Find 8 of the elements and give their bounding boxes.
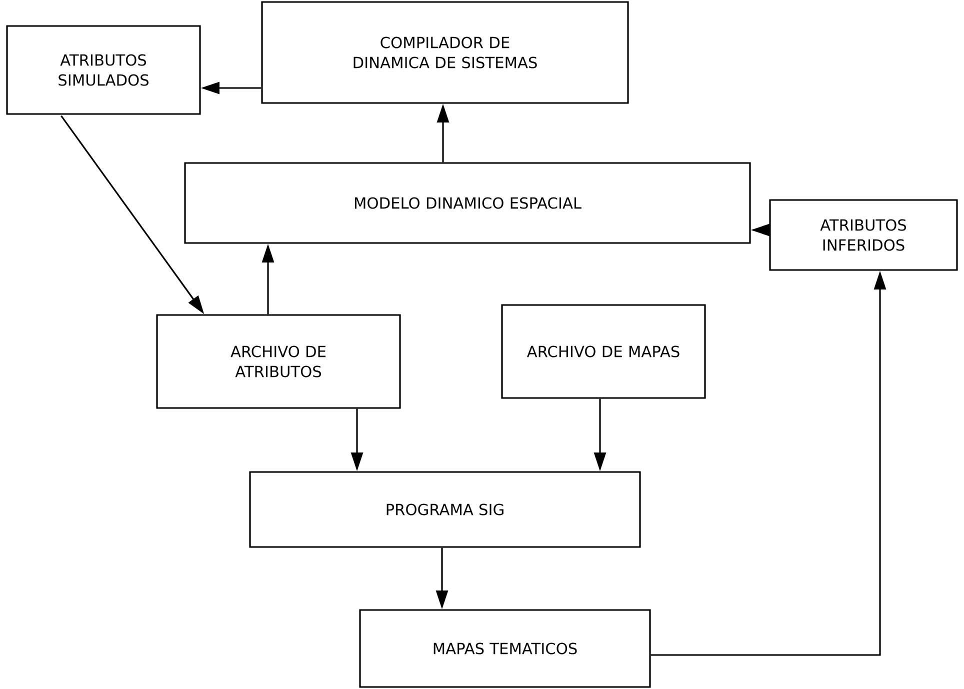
process-box: MODELO DINAMICO ESPACIAL [184,162,751,244]
process-box: ARCHIVO DE ATRIBUTOS [156,314,401,409]
process-box: ATRIBUTOS SIMULADOS [6,25,201,115]
process-box: PROGRAMA SIG [249,471,641,548]
process-box: COMPILADOR DE DINAMICA DE SISTEMAS [261,1,629,104]
process-box: ATRIBUTOS INFERIDOS [769,199,958,271]
process-box: MAPAS TEMATICOS [359,609,651,688]
process-box: ARCHIVO DE MAPAS [501,304,706,399]
